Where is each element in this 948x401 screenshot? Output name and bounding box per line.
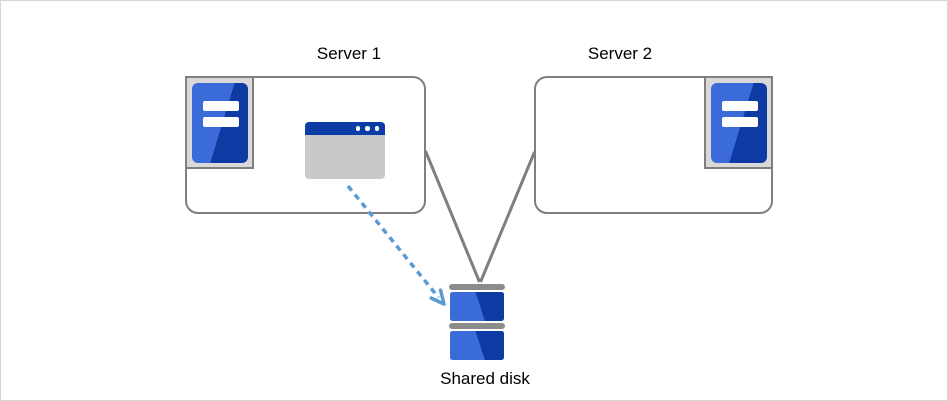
dashed-arrow-head: [429, 288, 446, 306]
connector-server1-to-disk: [424, 150, 481, 283]
titlebar-dot-icon: [365, 126, 370, 131]
titlebar-dot-icon: [374, 126, 379, 131]
connector-server2-to-disk: [479, 151, 536, 283]
disk-platter: [450, 331, 504, 360]
server1-icon-frame: [185, 76, 254, 169]
shared-disk-icon: [449, 284, 505, 360]
disk-cap: [449, 284, 505, 290]
tower-slot: [202, 116, 239, 127]
shared-disk-label: Shared disk: [440, 369, 530, 388]
tower-slot: [721, 116, 758, 127]
server2-label: Server 2: [587, 44, 653, 63]
app-window-titlebar: [305, 122, 385, 135]
tower-slot: [721, 100, 758, 111]
app-window-icon: [305, 122, 385, 179]
disk-cap: [449, 323, 505, 329]
tower-slot: [202, 100, 239, 111]
disk-platter: [450, 292, 504, 321]
server1-label: Server 1: [316, 44, 382, 63]
titlebar-dot-icon: [355, 126, 360, 131]
server-tower-icon: [191, 82, 248, 163]
dashed-arrow-shaft: [346, 184, 440, 299]
server2-icon-frame: [704, 76, 773, 169]
server-tower-icon: [710, 82, 767, 163]
